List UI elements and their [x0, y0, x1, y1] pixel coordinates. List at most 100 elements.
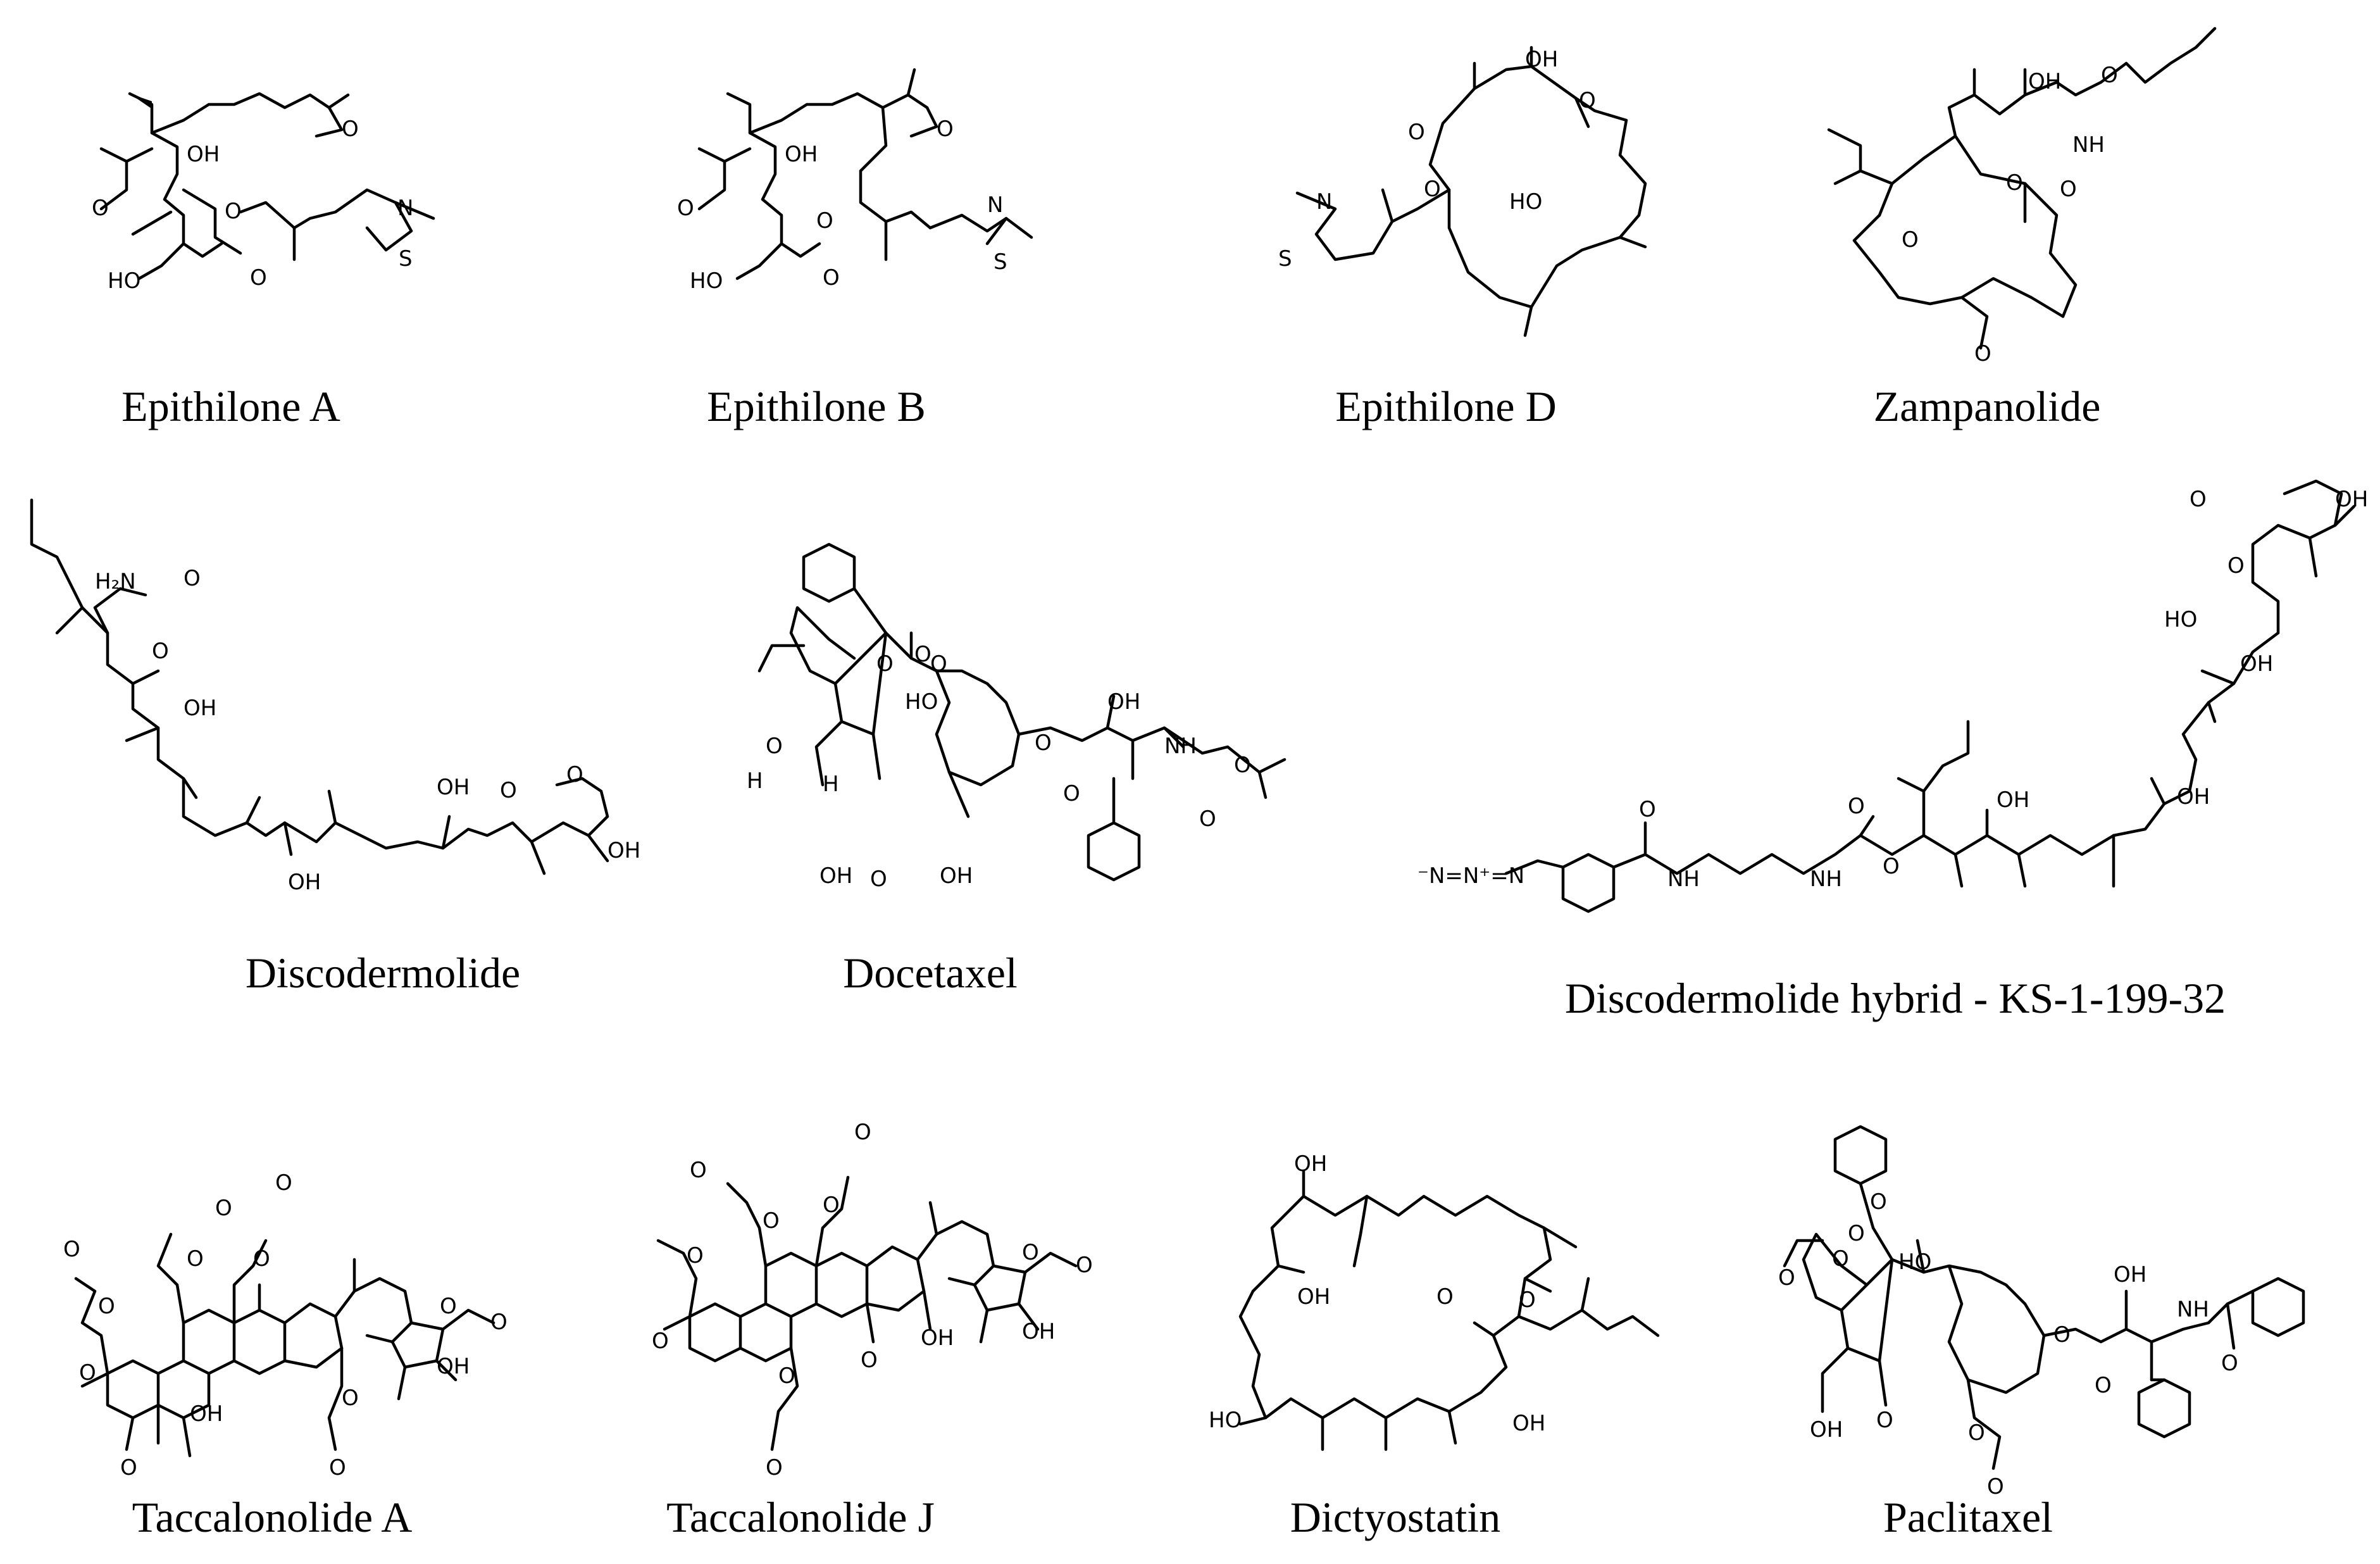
atom-o: O	[677, 196, 694, 221]
caption-epothilone-b: Epithilone B	[707, 382, 926, 430]
atom-o: O	[778, 1363, 795, 1389]
atom-nh: NH	[1667, 866, 1700, 892]
atom-o: O	[79, 1360, 96, 1386]
atom-o: O	[440, 1294, 457, 1319]
caption-discodermolide-hybrid: Discodermolide hybrid - KS-1-199-32	[1565, 974, 2226, 1022]
atom-o: O	[215, 1196, 232, 1221]
caption-epothilone-a: Epithilone A	[121, 382, 340, 430]
atom-o: O	[225, 199, 242, 224]
atom-oh: OH	[437, 775, 470, 800]
atom-o: O	[937, 116, 954, 142]
atom-o: O	[1974, 341, 1991, 366]
structure-epothilone-a: OH O HO O O O N S Epithilone A	[92, 92, 435, 430]
atom-oh: OH	[190, 1401, 223, 1427]
atom-o: O	[250, 265, 267, 291]
atom-nh: NH	[2072, 132, 2105, 158]
atom-o: O	[2221, 1351, 2238, 1376]
atom-h: H	[747, 768, 763, 794]
atom-o: O	[1987, 1474, 2004, 1499]
atom-oh: OH	[2114, 1262, 2146, 1287]
structure-taccalonolide-a: O O OH O O O O O O O O O O OH Taccalonol…	[63, 1170, 508, 1541]
atom-n: N	[1316, 189, 1332, 215]
atom-o: O	[1408, 120, 1425, 145]
atom-oh: OH	[288, 870, 321, 895]
atom-o: O	[342, 1386, 359, 1411]
structure-epothilone-d: OH O O HO O N S Epithilone D	[1278, 46, 1647, 430]
atom-o: O	[275, 1170, 292, 1196]
atom-o: O	[92, 196, 109, 221]
atom-o: O	[1778, 1265, 1795, 1291]
atom-o: O	[1076, 1253, 1093, 1278]
atom-o: O	[500, 778, 517, 803]
atom-o: O	[1199, 806, 1216, 832]
atom-oh: OH	[2177, 784, 2210, 810]
structure-paclitaxel: O O O HO O OH O O O O OH O NH O Paclitax…	[1778, 1125, 2305, 1541]
atom-oh: OH	[2335, 487, 2368, 512]
atom-oh: OH	[1810, 1417, 1843, 1442]
atom-azide: ⁻N=N⁺=N	[1417, 863, 1524, 889]
atom-o: O	[1848, 1221, 1865, 1246]
atom-o: O	[823, 1192, 840, 1218]
atom-oh: OH	[607, 838, 640, 863]
structure-dictyostatin: OH OH O O HO OH Dictyostatin	[1209, 1151, 1660, 1541]
atom-oh: OH	[2240, 651, 2273, 677]
atom-o: O	[2190, 487, 2207, 512]
atom-oh: OH	[1512, 1411, 1545, 1436]
atom-o: O	[187, 1246, 204, 1272]
atom-ho: HO	[2164, 607, 2197, 632]
atom-ho: HO	[108, 268, 140, 294]
atom-nh: NH	[2177, 1297, 2209, 1322]
atom-s: S	[399, 246, 413, 272]
atom-nh: NH	[1164, 734, 1197, 759]
atom-o: O	[1876, 1408, 1893, 1433]
caption-taccalonolide-j: Taccalonolide J	[666, 1493, 935, 1541]
atom-o: O	[2060, 177, 2077, 202]
atom-o: O	[816, 208, 833, 234]
atom-o: O	[823, 265, 840, 291]
atom-o: O	[1234, 753, 1251, 778]
atom-oh: OH	[187, 142, 220, 167]
caption-paclitaxel: Paclitaxel	[1883, 1493, 2053, 1541]
atom-o: O	[1902, 227, 1919, 253]
atom-o: O	[1832, 1246, 1849, 1272]
atom-oh: OH	[184, 696, 216, 721]
atom-o: O	[763, 1208, 780, 1234]
atom-o: O	[253, 1246, 270, 1272]
atom-ho: HO	[1509, 189, 1542, 215]
atom-h2n: H₂N	[95, 569, 136, 594]
atom-o: O	[1579, 88, 1596, 113]
atom-o: O	[766, 1455, 783, 1480]
atom-o: O	[1424, 177, 1441, 202]
atom-o: O	[766, 734, 783, 759]
atom-nh: NH	[1810, 866, 1842, 892]
atom-ho: HO	[1209, 1408, 1242, 1433]
atom-o: O	[930, 651, 947, 677]
caption-zampanolide: Zampanolide	[1874, 382, 2101, 430]
atom-o: O	[2101, 63, 2118, 88]
atom-s: S	[994, 249, 1007, 275]
atom-o: O	[98, 1294, 115, 1319]
atom-oh: OH	[1022, 1319, 1055, 1344]
atom-o: O	[914, 642, 931, 667]
atom-o: O	[1883, 854, 1900, 879]
atom-o: O	[854, 1120, 871, 1145]
atom-n: N	[987, 192, 1003, 218]
atom-o: O	[490, 1310, 508, 1335]
atom-o: O	[1519, 1287, 1536, 1313]
caption-discodermolide: Discodermolide	[246, 949, 520, 997]
atom-o: O	[1035, 730, 1052, 756]
atom-oh: OH	[1997, 787, 2029, 813]
atom-o: O	[152, 639, 169, 664]
atom-oh: OH	[1297, 1284, 1330, 1310]
atom-oh: OH	[1294, 1151, 1327, 1177]
atom-o: O	[2227, 553, 2245, 579]
atom-o: O	[652, 1329, 669, 1354]
atom-o: O	[1968, 1420, 1985, 1446]
atom-o: O	[1639, 797, 1656, 822]
caption-docetaxel: Docetaxel	[843, 949, 1018, 997]
atom-o: O	[329, 1455, 346, 1480]
atom-h: H	[823, 772, 839, 797]
atom-o: O	[1870, 1189, 1887, 1215]
atom-ho: HO	[905, 689, 938, 715]
